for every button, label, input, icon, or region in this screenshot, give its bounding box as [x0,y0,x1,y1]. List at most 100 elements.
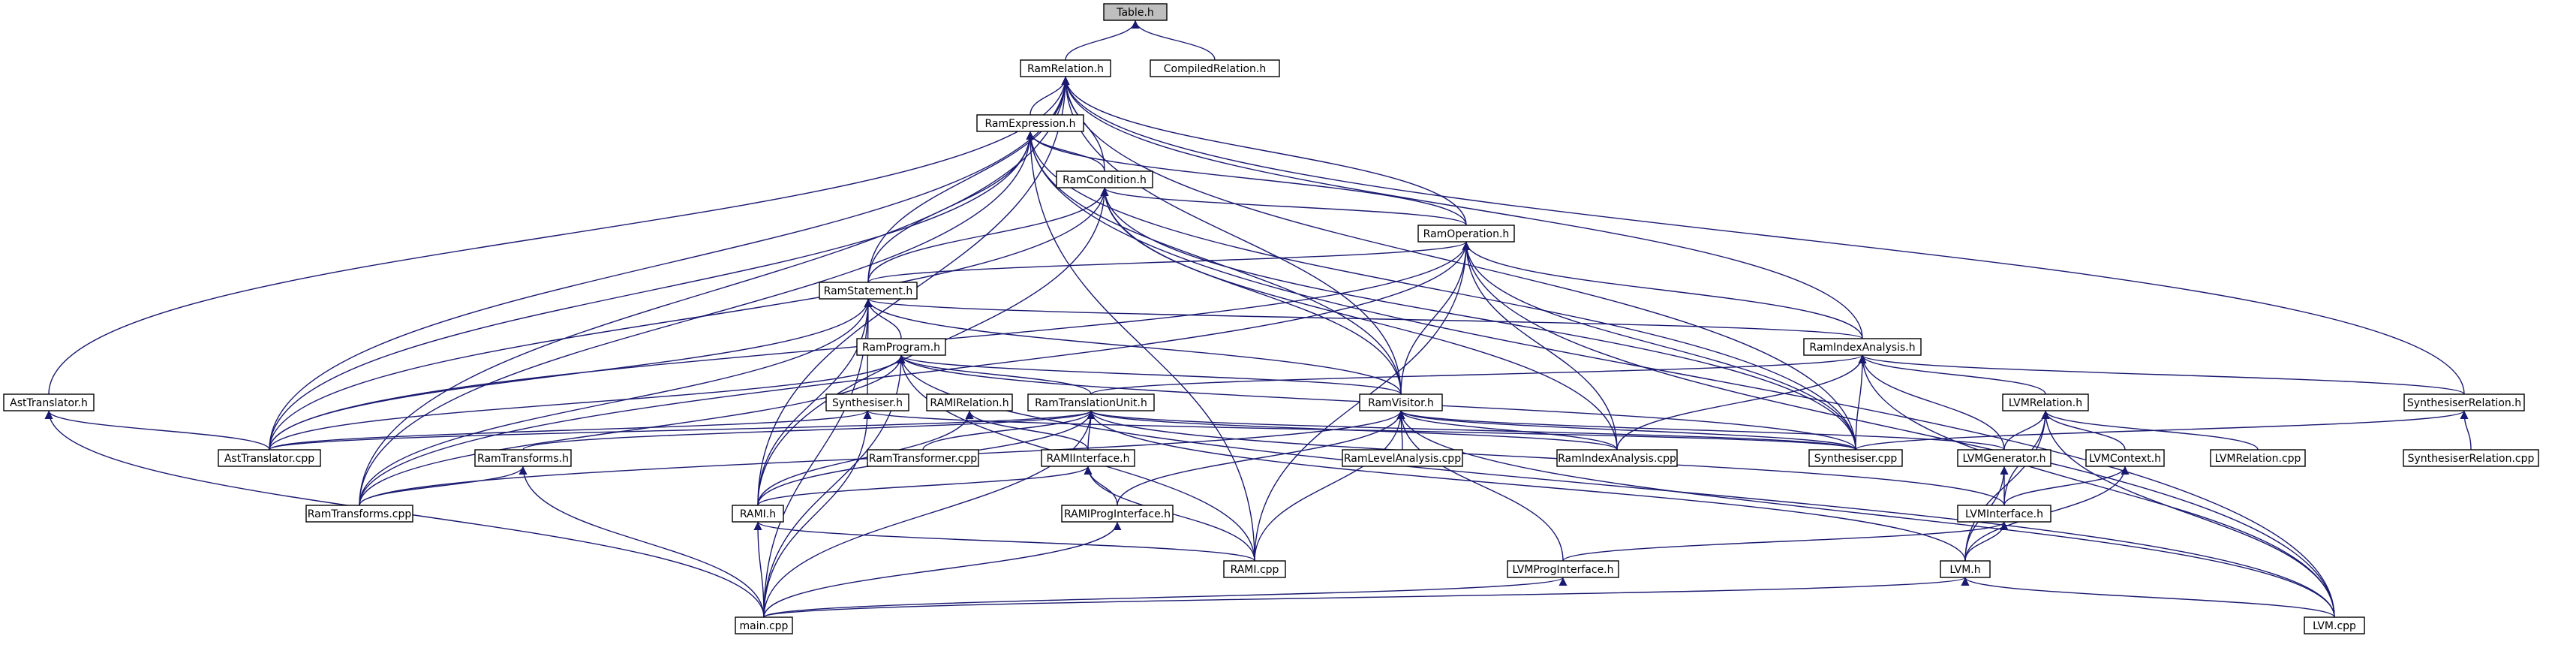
node-lvm-h[interactable]: LVM.h [1940,560,1991,578]
edge-synthesiser_cpp-to-ramoperation_h [1462,241,1856,451]
edge-lvm_cpp-to-ramexpression_h [1026,131,2335,618]
edge-ramoperation_h-to-ramcondition_h [1100,187,1467,226]
node-ramiproginterface-h[interactable]: RAMIProgInterface.h [1061,505,1174,523]
edge-ramstatement_h-to-ramoperation_h [867,241,1471,283]
node-synthesiserrelation-h[interactable]: SynthesiserRelation.h [2403,393,2525,411]
edge-asttranslator_cpp-to-ramexpression_h [269,131,1035,451]
edge-synthesiserrelation_cpp-to-synthesiserrelation_h [2460,410,2472,451]
node-label: RamTransformer.cpp [869,453,977,465]
edge-ramindexanalysis_cpp-to-ramtranslationunit_h [1087,410,1618,451]
edge-asttranslator_cpp-to-ramtranslationunit_h [269,410,1096,451]
node-compiledrelation-h[interactable]: CompiledRelation.h [1150,59,1280,77]
node-box [732,505,784,523]
node-ramiinterface-h[interactable]: RAMIInterface.h [1041,449,1135,467]
node-box [819,282,918,300]
node-ramindexanalysis-h[interactable]: RamIndexAnalysis.h [1803,338,1922,356]
node-lvm-cpp[interactable]: LVM.cpp [2304,616,2365,634]
node-box [1223,560,1286,578]
node-ramirelation-h[interactable]: RAMIRelation.h [926,393,1013,411]
node-label: SynthesiserRelation.h [2407,397,2521,409]
node-lvminterface-h[interactable]: LVMInterface.h [1957,505,2051,523]
node-rami-cpp[interactable]: RAMI.cpp [1223,560,1286,578]
node-box [474,449,572,467]
node-box [1957,505,2051,523]
edge-rami_cpp-to-ramvisitor_h [1254,410,1405,562]
edge-main_cpp-to-ramtranslationunit_h [763,410,1096,618]
edge-ramiproginterface_h-to-ramiinterface_h [1084,466,1118,506]
edge-lvm_h-to-lvmrelation_h [1964,410,2050,562]
node-synthesiser-cpp[interactable]: Synthesiser.cpp [1808,449,1903,467]
node-box [856,338,946,356]
node-label: RAMIInterface.h [1047,453,1130,465]
node-ramoperation-h[interactable]: RamOperation.h [1417,225,1515,243]
edge-lvm_cpp-to-ramindexanalysis_h [1858,354,2335,618]
node-ramindexanalysis-cpp[interactable]: RamIndexAnalysis.cpp [1556,449,1678,467]
node-ramcondition-h[interactable]: RamCondition.h [1056,170,1153,188]
edge-ramindexanalysis_cpp-to-ramoperation_h [1462,241,1618,451]
edge-ramstatement_h-to-ramexpression_h [867,131,1035,283]
node-box [1507,560,1619,578]
edge-ramindexanalysis_cpp-to-ramindexanalysis_h [1616,354,1867,451]
edge-ramcondition_h-to-ramexpression_h [1026,131,1105,172]
node-synthesiser-h[interactable]: Synthesiser.h [825,393,909,411]
edge-lvmgenerator_h-to-ramindexanalysis_h [1858,354,2005,451]
edge-asttranslator_cpp-to-synthesiser_h [269,410,872,451]
edge-ramindexanalysis_cpp-to-ramvisitor_h [1396,410,1618,451]
node-lvmrelation-cpp[interactable]: LVMRelation.cpp [2210,449,2306,467]
node-ramtransforms-cpp[interactable]: RamTransforms.cpp [305,505,413,523]
node-table-h[interactable]: Table.h [1103,3,1168,21]
edge-ramstatement_h-to-ramcondition_h [867,187,1109,283]
edge-ramtransforms_cpp-to-ramprogram_h [359,354,906,506]
node-synthesiserrelation-cpp[interactable]: SynthesiserRelation.cpp [2403,449,2539,467]
edge-main_cpp-to-rami_h [753,521,765,618]
node-label: RamTransforms.cpp [308,508,412,520]
node-lvmcontext-h[interactable]: LVMContext.h [2085,449,2165,467]
node-rami-h[interactable]: RAMI.h [732,505,784,523]
node-label: RamTranslationUnit.h [1035,397,1147,409]
node-ramvisitor-h[interactable]: RamVisitor.h [1359,393,1443,411]
node-box [1957,449,2051,467]
edge-rami_cpp-to-rami_h [753,521,1255,562]
node-box [3,393,95,411]
edge-ramtranslationunit_h-to-ramprogram_h [897,354,1092,395]
edge-main_cpp-to-ramiproginterface_h [763,521,1122,618]
node-box [1103,3,1168,21]
node-ramlevelanalysis-cpp[interactable]: RamLevelAnalysis.cpp [1342,449,1463,467]
node-ramtransforms-h[interactable]: RamTransforms.h [474,449,572,467]
edge-synthesiser_cpp-to-ramrelation_h [1061,76,1856,451]
edge-lvm_h-to-lvminterface_h [1964,521,2009,562]
node-ramtransformer-cpp[interactable]: RamTransformer.cpp [867,449,979,467]
node-ramtranslationunit-h[interactable]: RamTranslationUnit.h [1027,393,1155,411]
node-label: LVMGenerator.h [1962,453,2045,465]
node-label: RamOperation.h [1423,228,1510,240]
node-box [1359,393,1443,411]
node-box [2304,616,2365,634]
node-label: Synthesiser.h [832,397,903,409]
edge-lvm_cpp-to-lvm_h [1961,577,2335,618]
node-ramrelation-h[interactable]: RamRelation.h [1020,59,1111,77]
node-box [1041,449,1135,467]
node-label: LVM.h [1949,564,1980,576]
node-main-cpp[interactable]: main.cpp [735,616,793,634]
node-label: Synthesiser.cpp [1814,453,1898,465]
node-box [2085,449,2165,467]
edge-lvmgenerator_h-to-ramvisitor_h [1396,410,2005,451]
node-asttranslator-h[interactable]: AstTranslator.h [3,393,95,411]
node-box [2403,449,2539,467]
node-lvmrelation-h[interactable]: LVMRelation.h [2002,393,2089,411]
node-ramstatement-h[interactable]: RamStatement.h [819,282,918,300]
edge-ramtransforms_cpp-to-ramtransforms_h [359,466,528,506]
edge-asttranslator_cpp-to-asttranslator_h [44,410,270,451]
node-ramprogram-h[interactable]: RamProgram.h [856,338,946,356]
node-box [1940,560,1991,578]
node-lvmgenerator-h[interactable]: LVMGenerator.h [1957,449,2051,467]
edge-asttranslator_h-to-ramrelation_h [48,76,1070,395]
node-label: LVMRelation.cpp [2215,453,2301,465]
node-asttranslator-cpp[interactable]: AstTranslator.cpp [218,449,321,467]
edge-ramtransformer_cpp-to-ramtranslationunit_h [922,410,1096,451]
node-box [1808,449,1903,467]
node-lvmproginterface-h[interactable]: LVMProgInterface.h [1507,560,1619,578]
node-ramexpression-h[interactable]: RamExpression.h [976,114,1084,132]
edge-synthesiserrelation_h-to-ramrelation_h [1061,76,2465,395]
node-label: LVMRelation.h [2009,397,2082,409]
